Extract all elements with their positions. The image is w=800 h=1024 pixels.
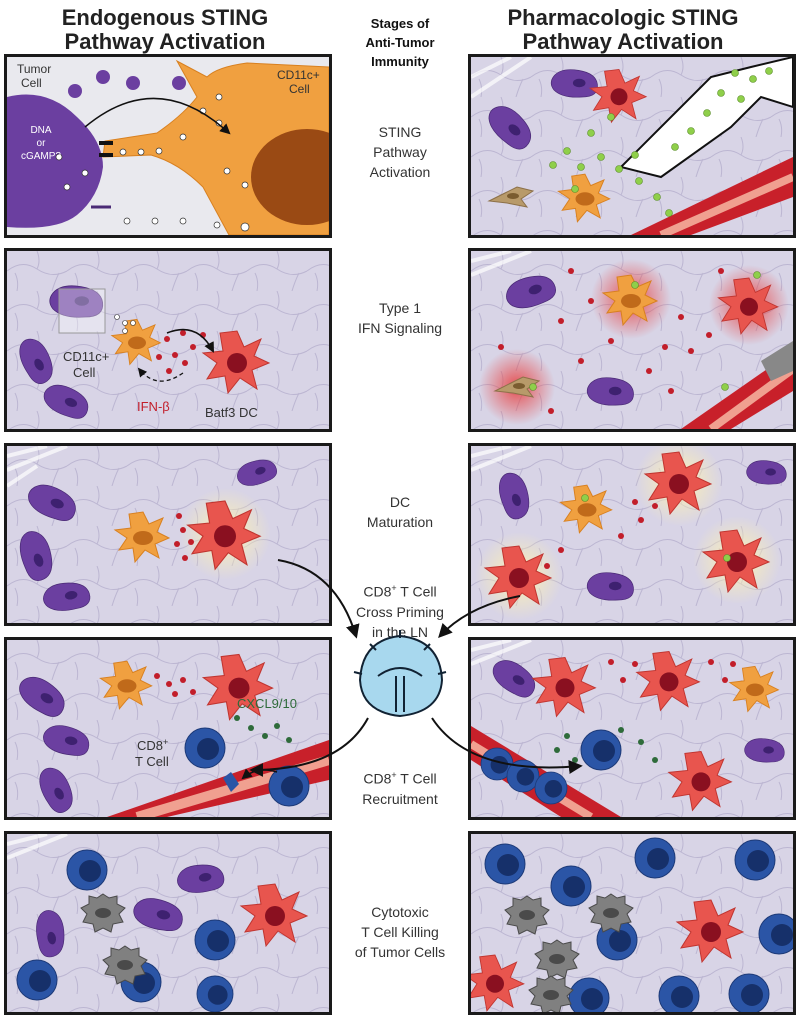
tumor-cell-label-line1: Tumor xyxy=(17,62,51,76)
left-column-title: Endogenous STING Pathway Activation xyxy=(0,6,330,54)
left-panel-cytotoxic-killing xyxy=(4,831,332,1015)
stage-2-line2: IFN Signaling xyxy=(357,320,443,336)
stage-5-line1: CD8+ T Cell xyxy=(335,765,465,789)
cxcl-label: CXCL9/10 xyxy=(237,696,297,711)
right-panel-cytotoxic-killing xyxy=(468,831,796,1015)
cd8-label-sup: + xyxy=(163,737,168,747)
cd8-label-line2: T Cell xyxy=(135,754,169,769)
stage-1-line1: STING xyxy=(378,124,422,140)
left-panel-dc-maturation xyxy=(4,443,332,626)
stage-5-line2: Recruitment xyxy=(362,790,438,807)
left-panel-1-illustration: Tumor Cell CD11c+ Cell DNA or cGAMP? xyxy=(7,57,329,235)
cd11c-label-line2: Cell xyxy=(289,82,310,96)
stage-4-cd8: CD8 xyxy=(363,583,392,600)
left-panel-sting-activation: Tumor Cell CD11c+ Cell DNA or cGAMP? xyxy=(4,54,332,238)
dna-label-line2: or xyxy=(37,138,47,149)
right-panel-ifn-signaling xyxy=(468,248,796,432)
stage-1-line3: Activation xyxy=(369,164,431,180)
dna-label-line3: cGAMP? xyxy=(21,151,61,162)
left-panel-recruitment: CXCL9/10 CD8+ T Cell xyxy=(4,637,332,820)
stage-5-cd8: CD8 xyxy=(363,770,392,787)
center-title-line3: Immunity xyxy=(371,54,429,69)
stage-label-ifn-signaling: Type 1 IFN Signaling xyxy=(335,298,465,338)
stage-label-recruitment: CD8+ T Cell Recruitment xyxy=(335,765,465,809)
right-title-line1: Pharmacologic STING xyxy=(507,5,739,30)
stage-2-line1: Type 1 xyxy=(378,300,422,316)
right-panel-2-illustration xyxy=(471,251,793,429)
right-panel-6-illustration xyxy=(471,834,793,1012)
left-panel-2-illustration: CD11c+ Cell IFN-β Batf3 DC xyxy=(7,251,329,429)
stage-6-line2: T Cell Killing xyxy=(361,924,439,940)
cd8-label-line1: CD8+ xyxy=(137,737,168,753)
batf3-dc-label: Batf3 DC xyxy=(205,405,258,420)
stage-label-cross-priming: CD8+ T Cell Cross Priming in the LN xyxy=(335,578,465,642)
stage-3-line2: Maturation xyxy=(366,514,434,530)
ifn-beta-label: IFN-β xyxy=(137,399,170,414)
stage-5-tcell: T Cell xyxy=(396,770,437,787)
stage-4-sup: + xyxy=(391,583,397,593)
cd11c-label-line1: CD11c+ xyxy=(277,68,320,82)
stage-4-tcell: T Cell xyxy=(396,583,437,600)
tumor-cell-label-line2: Cell xyxy=(21,76,42,90)
left-panel-5-illustration: CXCL9/10 CD8+ T Cell xyxy=(7,640,329,817)
center-title-line2: Anti-Tumor xyxy=(365,35,435,50)
left-panel-3-illustration xyxy=(7,446,329,623)
cd8-label-text: CD8 xyxy=(137,738,163,753)
stage-6-line1: Cytotoxic xyxy=(371,904,429,920)
stage-label-dc-maturation: DC Maturation xyxy=(335,492,465,532)
stage-4-line1: CD8+ T Cell xyxy=(335,578,465,602)
right-panel-sting-activation xyxy=(468,54,796,238)
stage-1-line2: Pathway xyxy=(373,144,427,160)
left-title-line2: Pathway Activation xyxy=(64,29,266,54)
right-column-title: Pharmacologic STING Pathway Activation xyxy=(458,6,788,54)
right-panel-1-illustration xyxy=(471,57,793,235)
stage-4-line2: Cross Priming xyxy=(356,603,444,620)
right-panel-dc-maturation xyxy=(468,443,796,626)
stage-5-sup: + xyxy=(391,770,397,780)
center-title-line1: Stages of xyxy=(370,16,430,31)
stage-4-line3: in the LN xyxy=(371,623,429,640)
right-panel-recruitment xyxy=(468,637,796,820)
cd11c-cell-label-line1: CD11c+ xyxy=(63,349,109,364)
center-column-title: Stages of Anti-Tumor Immunity xyxy=(330,14,470,71)
stage-label-sting-activation: STING Pathway Activation xyxy=(335,122,465,182)
right-title-line2: Pathway Activation xyxy=(522,29,724,54)
right-panel-3-illustration xyxy=(471,446,793,623)
cd11c-cell-label-line2: Cell xyxy=(73,365,96,380)
left-panel-ifn-signaling: CD11c+ Cell IFN-β Batf3 DC xyxy=(4,248,332,432)
stage-label-cytotoxic-killing: Cytotoxic T Cell Killing of Tumor Cells xyxy=(335,902,465,962)
stage-3-line1: DC xyxy=(389,494,411,510)
dna-label-line1: DNA xyxy=(30,125,51,136)
right-panel-5-illustration xyxy=(471,640,793,817)
stage-6-line3: of Tumor Cells xyxy=(354,944,446,960)
left-panel-6-illustration xyxy=(7,834,329,1012)
left-title-line1: Endogenous STING xyxy=(61,5,269,30)
lymph-node-icon xyxy=(353,630,447,718)
